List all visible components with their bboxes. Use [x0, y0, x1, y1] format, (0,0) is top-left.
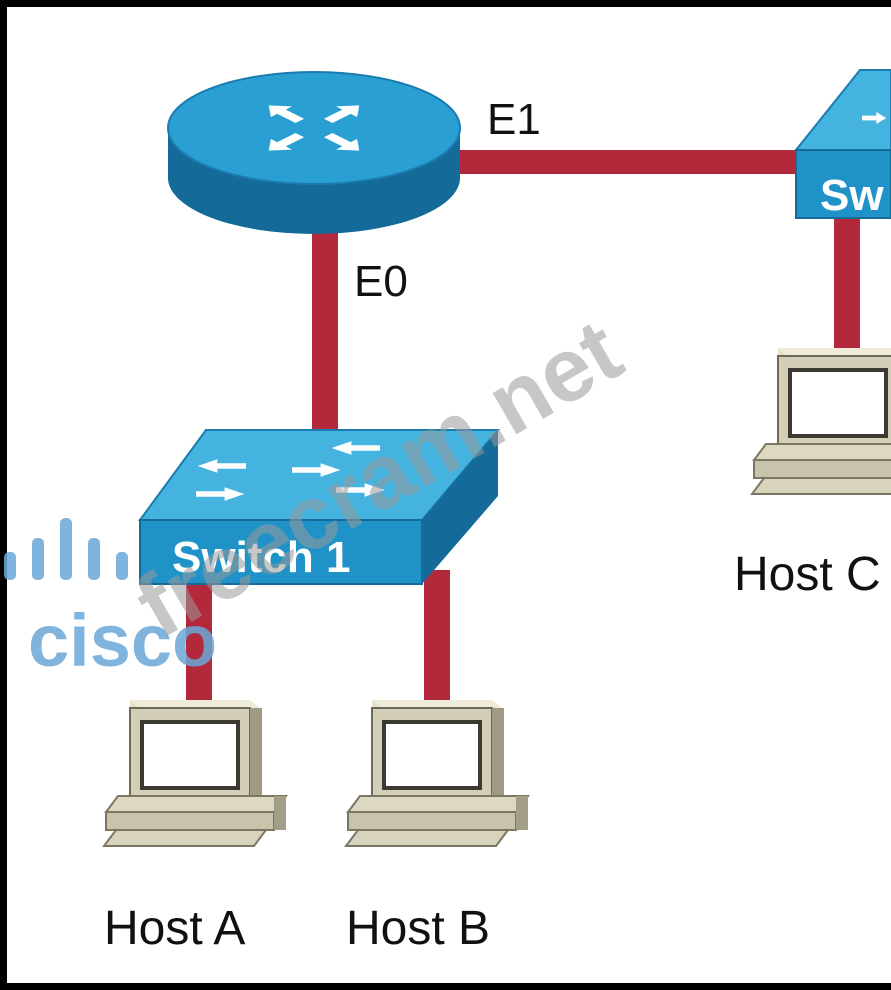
router-top	[167, 71, 461, 185]
cisco-logo-watermark: cisco	[4, 518, 217, 682]
switch-1-side	[422, 430, 498, 584]
host-b-icon	[344, 698, 530, 848]
switch-1: Switch 1	[138, 429, 501, 585]
link-switch1-hostb	[424, 570, 450, 700]
host-b-label: Host B	[346, 902, 490, 955]
router: E1 E0	[167, 71, 541, 306]
link-router-e0-switch1	[312, 232, 338, 432]
cisco-bars-icon	[4, 518, 128, 580]
host-a-label: Host A	[104, 902, 245, 955]
link-switch1-hosta	[186, 570, 212, 700]
switch-2-label: Sw	[820, 171, 884, 220]
link-switch2-hostc	[834, 210, 860, 350]
host-a: Host A	[102, 698, 288, 955]
links	[186, 150, 860, 700]
host-c: Host C	[734, 346, 891, 601]
switch-2-front	[795, 149, 891, 219]
port-label-e0: E0	[354, 257, 408, 306]
host-b: Host B	[344, 698, 530, 955]
switch-2: Sw	[793, 69, 891, 220]
port-label-e1: E1	[487, 95, 541, 144]
switch-1-label: Switch 1	[172, 533, 351, 582]
link-router-e1-switch2	[458, 150, 798, 174]
host-c-label: Host C	[734, 548, 881, 601]
switch-1-front	[139, 519, 423, 585]
host-a-icon	[102, 698, 288, 848]
cisco-logo-text: cisco	[28, 599, 217, 682]
